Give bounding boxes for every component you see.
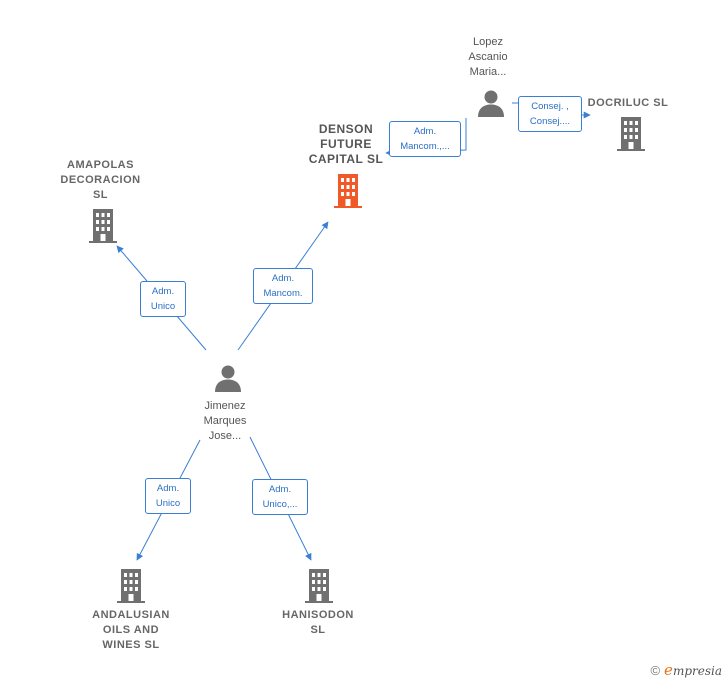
node-label-lopez[interactable]: Lopez Ascanio Maria... [468, 36, 508, 78]
edge-label-lopez-docriluc[interactable]: Consej. , Consej.... [518, 96, 582, 132]
building-icon[interactable] [331, 173, 365, 209]
empresia-logo: © empresia [650, 661, 722, 679]
node-label-docriluc[interactable]: DOCRILUC SL [587, 97, 669, 109]
node-label-andalusian[interactable]: ANDALUSIAN OILS AND WINES SL [92, 609, 170, 651]
node-label-hanisodon[interactable]: HANISODON SL [282, 609, 354, 636]
building-icon[interactable] [86, 208, 120, 244]
node-label-jimenez[interactable]: Jimenez Marques Jose... [203, 400, 247, 442]
building-icon[interactable] [302, 568, 336, 604]
building-icon[interactable] [114, 568, 148, 604]
person-icon[interactable] [476, 88, 506, 118]
logo-name: mpresia [672, 664, 722, 678]
node-label-amapolas[interactable]: AMAPOLAS DECORACION SL [60, 159, 141, 201]
edge-label-jimenez-denson[interactable]: Adm. Mancom. [253, 268, 313, 304]
edge-label-jimenez-andalusian[interactable]: Adm. Unico [145, 478, 191, 514]
logo-initial: e [664, 661, 673, 679]
edge-label-lopez-denson[interactable]: Adm. Mancom.,... [389, 121, 461, 157]
edge-label-jimenez-amapolas[interactable]: Adm. Unico [140, 281, 186, 317]
person-icon[interactable] [213, 363, 243, 393]
edge-label-jimenez-hanisodon[interactable]: Adm. Unico,... [252, 479, 308, 515]
building-icon[interactable] [614, 116, 648, 152]
copyright-icon: © [650, 662, 661, 678]
node-label-denson[interactable]: DENSON FUTURE CAPITAL SL [308, 122, 384, 166]
